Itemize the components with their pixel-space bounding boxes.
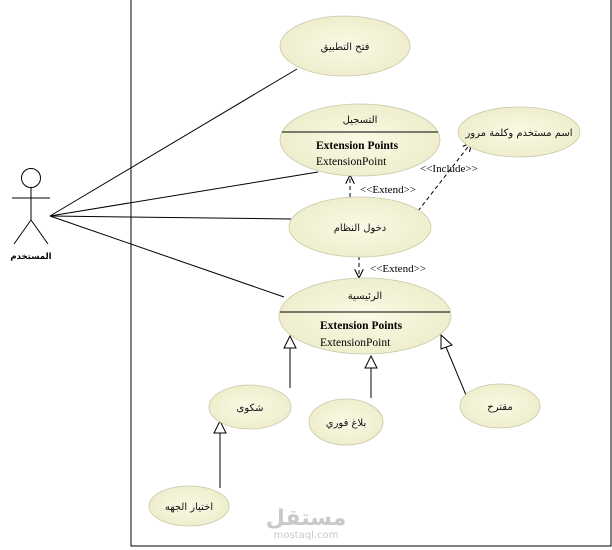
- watermark-main: مستقل: [266, 506, 346, 531]
- usecase-open-app-label: فتح التطبيق: [321, 42, 370, 53]
- home-ep-title: Extension Points: [320, 320, 403, 332]
- usecase-complaint-label: شكوى: [237, 403, 264, 414]
- system-boundary: [130, 0, 612, 547]
- watermark: مستقل mostaql.com: [266, 506, 346, 541]
- relations: [350, 143, 471, 277]
- usecase-instant-report-label: بلاغ فوري: [326, 418, 367, 429]
- actor-head: [21, 168, 41, 188]
- watermark-sub: mostaql.com: [274, 530, 339, 541]
- register-ep-title: Extension Points: [316, 140, 399, 152]
- gen-arrow-complaint: [283, 334, 297, 349]
- usecase-suggestion-label: مقترح: [487, 402, 512, 413]
- usecase-login-label: دخول النظام: [334, 223, 387, 234]
- register-ep-item: ExtensionPoint: [316, 156, 387, 168]
- usecase-choose-agency-label: اختيار الجهه: [165, 502, 213, 513]
- stereo-extend-home: <<Extend>>: [370, 263, 426, 275]
- stereo-extend-register: <<Extend>>: [360, 184, 416, 196]
- assoc-home: [49, 215, 285, 298]
- actor-label: المستخدم: [10, 252, 51, 262]
- usecase-register-label: التسجيل: [343, 115, 378, 126]
- usecase-credentials[interactable]: اسم مستخدم وكلمة مرور: [457, 106, 581, 158]
- gen-arrow-suggestion: [440, 333, 453, 350]
- usecase-login[interactable]: دخول النظام: [288, 196, 432, 258]
- usecase-register[interactable]: التسجيل Extension Points ExtensionPoint: [279, 103, 441, 177]
- stereo-include-credentials: <<Include>>: [420, 163, 478, 175]
- usecase-home[interactable]: الرئيسية Extension Points ExtensionPoint: [278, 277, 452, 355]
- associations: [49, 68, 319, 298]
- usecase-instant-report[interactable]: بلاغ فوري: [308, 398, 384, 446]
- include-login-credentials: [417, 143, 471, 212]
- assoc-open-app: [49, 68, 298, 217]
- actor-user[interactable]: المستخدم: [10, 168, 52, 263]
- assoc-login: [49, 215, 292, 220]
- usecase-choose-agency[interactable]: اختيار الجهه: [148, 485, 230, 527]
- usecase-open-app[interactable]: فتح التطبيق: [279, 15, 411, 77]
- usecase-home-label: الرئيسية: [348, 291, 382, 302]
- assoc-register: [49, 171, 319, 217]
- gen-arrow-instant: [364, 354, 378, 369]
- usecase-credentials-label: اسم مستخدم وكلمة مرور: [464, 128, 572, 139]
- home-ep-item: ExtensionPoint: [320, 337, 391, 349]
- gen-arrow-choose-agency: [213, 419, 227, 434]
- usecase-complaint[interactable]: شكوى: [208, 384, 292, 430]
- usecase-suggestion[interactable]: مقترح: [459, 383, 541, 429]
- generalizations: [213, 333, 467, 488]
